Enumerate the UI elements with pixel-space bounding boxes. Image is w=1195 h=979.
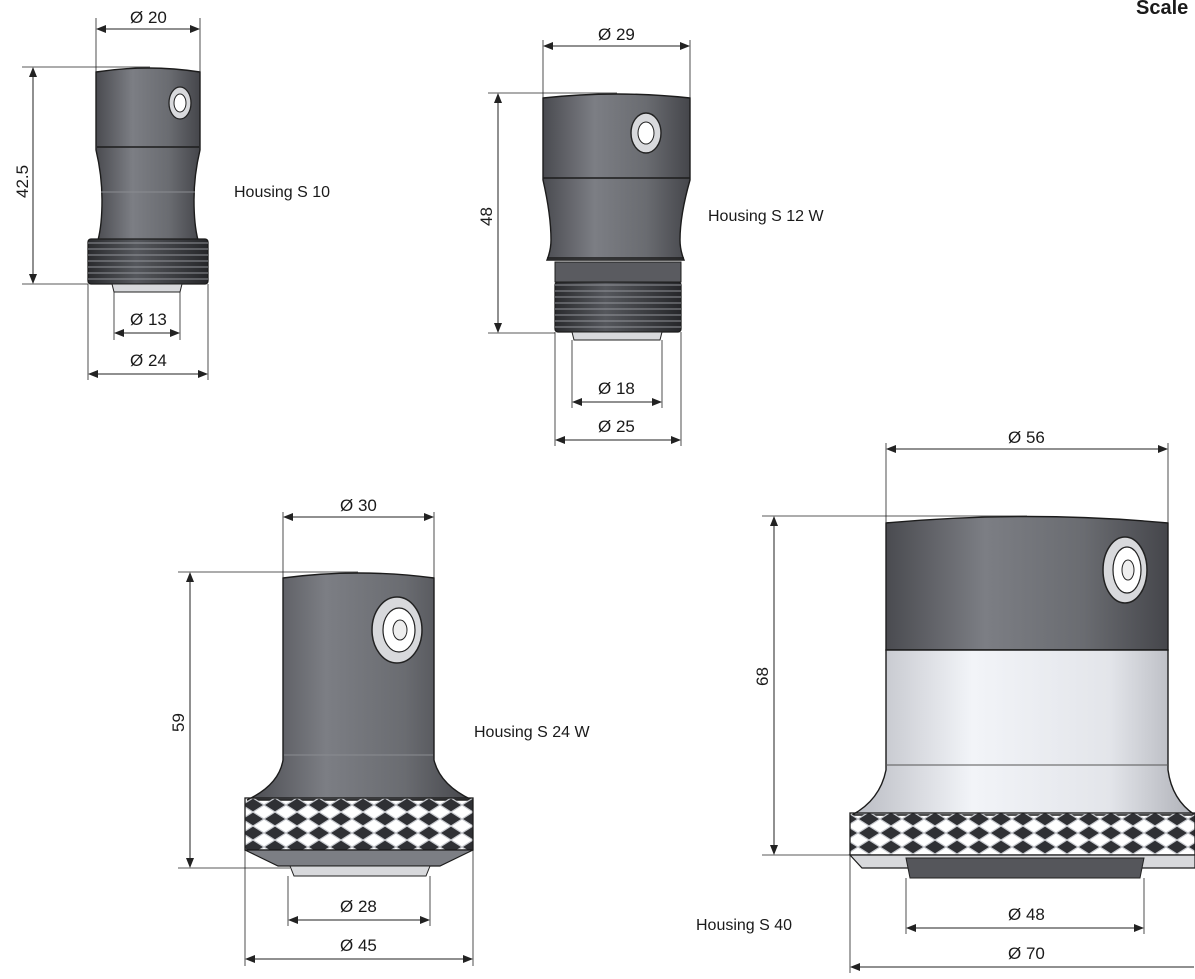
scale-label: Scale (1136, 0, 1188, 19)
dim-s12w-inner: Ø 18 (598, 379, 635, 398)
housing-s12w-dimensions: Ø 29 48 Ø 18 Ø 25 (477, 25, 691, 446)
dim-s10-outer: Ø 24 (130, 351, 167, 370)
label-housing-s12w: Housing S 12 W (708, 208, 825, 225)
dim-s10-height: 42.5 (13, 165, 32, 198)
dim-s12w-top: Ø 29 (598, 25, 635, 44)
dim-s12w-height: 48 (477, 207, 496, 226)
housing-s24w (244, 572, 474, 877)
dim-s12w-outer: Ø 25 (598, 417, 635, 436)
dim-s10-top: Ø 20 (130, 8, 167, 27)
housing-s40-dimensions: Ø 56 68 Ø 48 Ø 70 (753, 428, 1194, 973)
dim-s24w-inner: Ø 28 (340, 897, 377, 916)
dim-s10-inner: Ø 13 (130, 310, 167, 329)
housing-s10-dimensions: Ø 20 42.5 Ø 13 Ø 24 (13, 8, 209, 380)
housing-s24w-dimensions: Ø 30 59 Ø 28 Ø 45 (169, 496, 474, 966)
label-housing-s40: Housing S 40 (696, 917, 792, 934)
dim-s40-height: 68 (753, 667, 772, 686)
housing-s40 (848, 515, 1195, 879)
housing-s12w (542, 93, 691, 341)
dim-s24w-top: Ø 30 (340, 496, 377, 515)
dim-s24w-outer: Ø 45 (340, 936, 377, 955)
housing-s10 (87, 67, 209, 293)
label-housing-s10: Housing S 10 (234, 184, 330, 201)
dim-s40-inner: Ø 48 (1008, 905, 1045, 924)
dim-s24w-height: 59 (169, 713, 188, 732)
dim-s40-top: Ø 56 (1008, 428, 1045, 447)
dim-s40-outer: Ø 70 (1008, 944, 1045, 963)
label-housing-s24w: Housing S 24 W (474, 724, 591, 741)
